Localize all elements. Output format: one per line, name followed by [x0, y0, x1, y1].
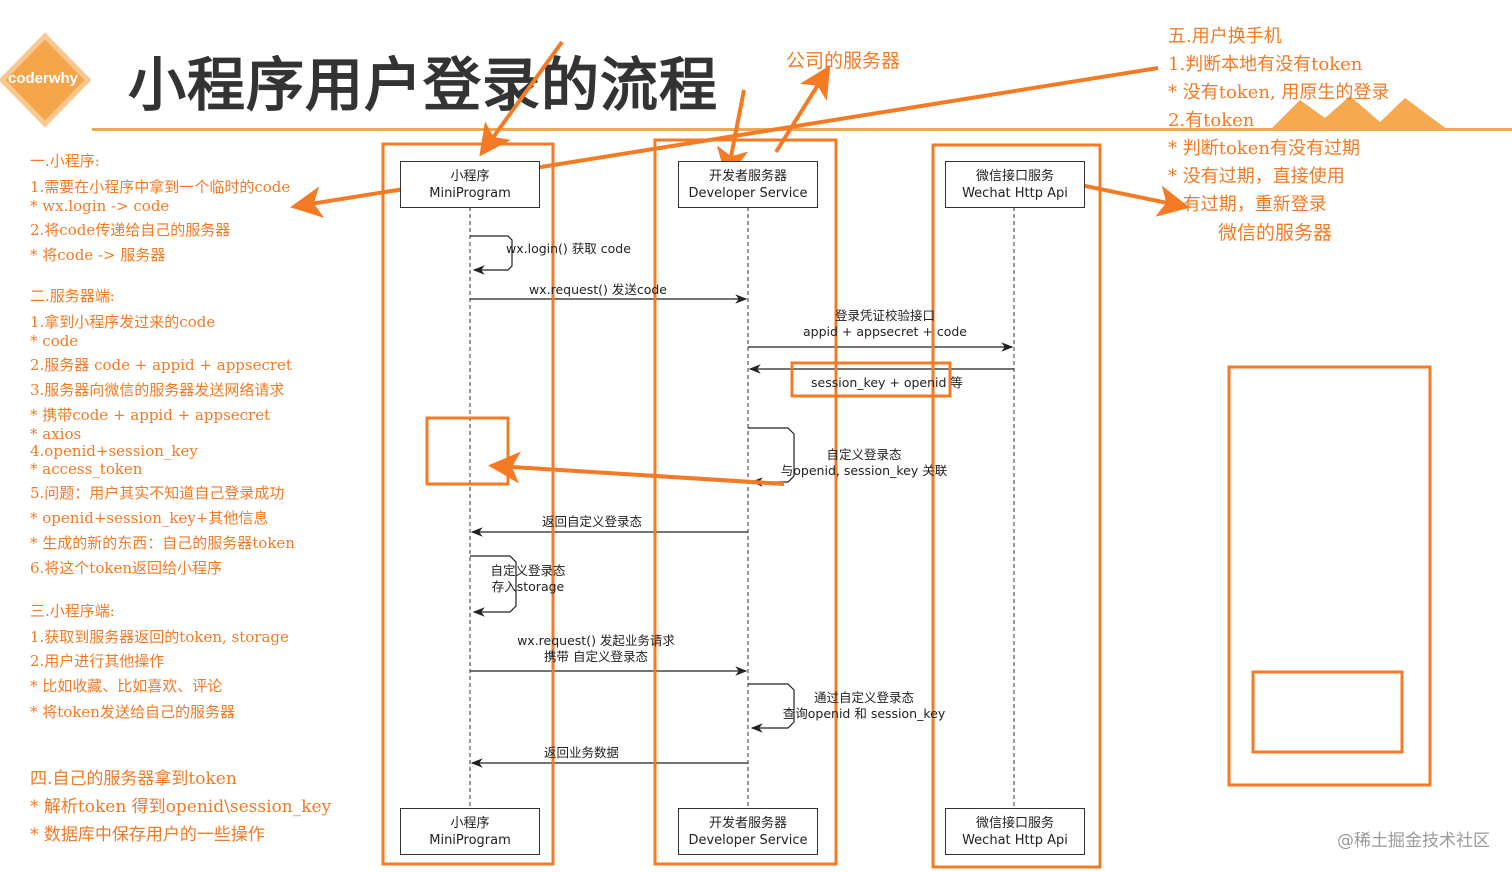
msg9-label-line2: 查询openid 和 session_key [782, 706, 946, 721]
note-line: 2.服务器 code + appid + appsecret [30, 356, 292, 374]
arrow-to-dev-1 [716, 89, 749, 180]
note-line: * 比如收藏、比如喜欢、评论 [30, 677, 223, 695]
msg3-label-line2: appid + appsecret + code [803, 324, 967, 339]
note-line: 1.需要在小程序中拿到一个临时的code [30, 178, 291, 196]
msg7-arrow [470, 555, 517, 617]
participant-mini-name-cn: 小程序 [450, 816, 490, 831]
participant-dev-name-en: Developer Service [688, 186, 808, 201]
note-line: * 携带code + appid + appsecret [30, 406, 271, 424]
msg1-label: wx.login() 获取 code [506, 241, 631, 256]
msg7-label-line1: 自定义登录态 [490, 563, 566, 578]
arrow-to-dev-2 [774, 65, 831, 154]
note-line: 四.自己的服务器拿到token [30, 769, 237, 789]
participant-mini-top: 小程序 MiniProgram [400, 161, 540, 208]
note-line: * openid+session_key+其他信息 [30, 509, 269, 527]
highlight-wx-column [931, 143, 1102, 869]
note-line: * 生成的新的东西：自己的服务器token [30, 534, 295, 552]
participant-mini-name-en: MiniProgram [429, 186, 511, 201]
note-line: 二.服务器端: [30, 287, 115, 305]
participant-wx-name-cn: 微信接口服务 [975, 169, 1054, 184]
participant-dev-name-cn: 开发者服务器 [708, 816, 787, 831]
note-line: * 解析token 得到openid\session_key [30, 797, 332, 817]
phone-outline [1227, 365, 1432, 787]
participant-dev-name-en: Developer Service [688, 833, 808, 848]
note-line: 6.将这个token返回给小程序 [30, 559, 222, 577]
msg9-arrow [748, 683, 795, 733]
note-line: 2.有token [1168, 110, 1255, 131]
note-line: 三.小程序端: [30, 602, 115, 620]
msg8-label-line1: wx.request() 发起业务请求 [517, 633, 675, 648]
participant-wx-name-en: Wechat Http Api [962, 186, 1068, 201]
note-line: * 将token发送给自己的服务器 [30, 703, 235, 721]
msg6-label: 返回自定义登录态 [542, 514, 643, 529]
logo-text: coderwhy [7, 70, 79, 87]
note-line: * axios [30, 425, 82, 443]
note-line: 2.用户进行其他操作 [30, 652, 165, 670]
arrow-wx-to-notes [1065, 180, 1190, 217]
msg5-label-line1: 自定义登录态 [826, 447, 902, 462]
msg3-label-line1: 登录凭证校验接口 [834, 308, 935, 323]
label-company-server: 公司的服务器 [786, 50, 901, 72]
msg5-label: 自定义登录态 与openid, session_key 关联 [776, 447, 952, 479]
highlight-dev-column [653, 138, 838, 866]
participant-wx-name-en: Wechat Http Api [962, 833, 1068, 848]
participant-mini-name-en: MiniProgram [429, 833, 511, 848]
note-line: * wx.login -> code [30, 197, 170, 215]
participant-wx-name-cn: 微信接口服务 [975, 816, 1054, 831]
msg10-label: 返回业务数据 [544, 745, 620, 760]
note-line: * 数据库中保存用户的一些操作 [30, 825, 265, 845]
label-wechat-server: 微信的服务器 [1218, 222, 1333, 244]
note-line: 一.小程序: [30, 152, 100, 170]
note-line: * 有过期，重新登录 [1168, 194, 1327, 215]
msg2-label: wx.request() 发送code [529, 282, 667, 297]
msg5-label-line2: 与openid, session_key 关联 [780, 463, 948, 478]
participant-dev-top: 开发者服务器 Developer Service [678, 161, 818, 208]
highlight-session-key [790, 361, 952, 398]
arrow-title-to-mini [479, 40, 564, 157]
msg1-arrow [470, 235, 513, 275]
page-title: 小程序用户登录的流程 [128, 51, 719, 119]
arrow-session-to-mini [488, 451, 785, 486]
note-line: 1.拿到小程序发过来的code [30, 313, 216, 331]
note-line: * 判断token有没有过期 [1168, 138, 1360, 159]
highlight-token-store [425, 416, 510, 486]
note-line: 五.用户换手机 [1168, 26, 1282, 47]
participant-dev-bottom: 开发者服务器 Developer Service [678, 808, 818, 855]
msg8-label: wx.request() 发起业务请求 携带 自定义登录态 [506, 633, 686, 665]
participant-mini-bottom: 小程序 MiniProgram [400, 808, 540, 855]
header-divider [92, 128, 1512, 131]
phone-screen-box [1251, 670, 1404, 754]
msg7-label-line2: 存入storage [491, 579, 565, 594]
highlight-mini-column [381, 142, 555, 866]
note-line: 5.问题：用户其实不知道自己登录成功 [30, 484, 285, 502]
participant-mini-name-cn: 小程序 [450, 169, 490, 184]
note-line: 1.判断本地有没有token [1168, 54, 1363, 75]
msg7-label: 自定义登录态 存入storage [480, 563, 576, 595]
participant-wx-bottom: 微信接口服务 Wechat Http Api [945, 808, 1085, 855]
note-line: 1.获取到服务器返回的token, storage [30, 628, 289, 646]
note-line: * 将code -> 服务器 [30, 246, 166, 264]
note-line: * 没有token, 用原生的登录 [1168, 82, 1390, 103]
msg9-label: 通过自定义登录态 查询openid 和 session_key [776, 690, 952, 722]
msg3-label: 登录凭证校验接口 appid + appsecret + code [800, 308, 970, 340]
msg8-label-line2: 携带 自定义登录态 [544, 649, 648, 664]
participant-dev-name-cn: 开发者服务器 [708, 169, 787, 184]
note-line: 2.将code传递给自己的服务器 [30, 221, 231, 239]
note-line: 4.openid+session_key [30, 442, 198, 460]
note-line: * access_token [30, 460, 143, 478]
note-line: 3.服务器向微信的服务器发送网络请求 [30, 381, 285, 399]
msg4-label: session_key + openid 等 [811, 375, 963, 390]
participant-wx-top: 微信接口服务 Wechat Http Api [945, 161, 1085, 208]
watermark: @稀土掘金技术社区 [1337, 831, 1490, 851]
msg9-label-line1: 通过自定义登录态 [813, 690, 914, 705]
note-line: * code [30, 332, 79, 350]
note-line: * 没有过期，直接使用 [1168, 166, 1345, 187]
